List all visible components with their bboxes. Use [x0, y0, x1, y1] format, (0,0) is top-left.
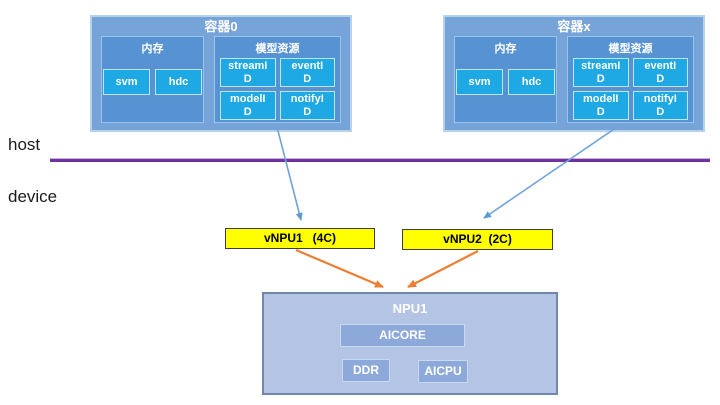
- modelid-chip: modelI D: [220, 91, 276, 120]
- arrow-vnpu1-to-npu1: [295, 248, 384, 289]
- npu1-title: NPU1: [392, 301, 428, 316]
- hdc-chip: hdc: [508, 69, 555, 95]
- model-resources-label: 模型资源: [255, 43, 300, 55]
- aicpu-block: AICPU: [418, 360, 468, 383]
- modelid-chip: modelI D: [573, 91, 629, 120]
- container-0-title: 容器0: [204, 19, 238, 34]
- vnpu1-box: vNPU1 (4C): [225, 228, 375, 249]
- memory-label: 内存: [494, 43, 517, 55]
- device-zone-label: device: [8, 187, 58, 206]
- streamid-chip: streamI D: [573, 58, 629, 87]
- container-0-body: 内存 svm hdc 模型资源 streamI D eventI D: [92, 36, 350, 123]
- container-x-body: 内存 svm hdc 模型资源 streamI D eventI D: [445, 36, 703, 123]
- eventid-chip: eventI D: [279, 58, 335, 87]
- model-resource-grid: streamI D eventI D modelI D notifyI D: [568, 56, 693, 120]
- container-x: 容器x 内存 svm hdc 模型资源 streamI D eventI: [443, 15, 705, 132]
- npu1-box: NPU1 AICORE DDR AICPU: [262, 292, 558, 395]
- container-0: 容器0 内存 svm hdc 模型资源 streamI D eventI: [90, 15, 352, 132]
- memory-label: 内存: [141, 43, 164, 55]
- ddr-block: DDR: [342, 359, 390, 382]
- svm-chip: svm: [103, 69, 150, 95]
- host-device-divider-line: [50, 158, 710, 162]
- svm-chip: svm: [456, 69, 503, 95]
- arrow-container0-to-vnpu1: [276, 126, 303, 221]
- eventid-chip: eventI D: [632, 58, 688, 87]
- memory-items: svm hdc: [102, 69, 203, 95]
- container-0-memory-section: 内存 svm hdc: [101, 36, 204, 123]
- container-x-model-section: 模型资源 streamI D eventI D modelI D: [567, 36, 694, 123]
- arrow-containerx-to-vnpu2: [483, 124, 621, 219]
- vnpu2-box: vNPU2 (2C): [402, 229, 553, 250]
- hdc-chip: hdc: [155, 69, 202, 95]
- container-0-model-section: 模型资源 streamI D eventI D modelI D: [214, 36, 341, 123]
- notifyid-chip: notifyI D: [279, 91, 335, 120]
- model-resources-label: 模型资源: [608, 43, 653, 55]
- arrow-vnpu2-to-npu1: [407, 250, 479, 288]
- notifyid-chip: notifyI D: [632, 91, 688, 120]
- container-x-title: 容器x: [557, 19, 591, 34]
- model-resource-grid: streamI D eventI D modelI D notifyI D: [215, 56, 340, 120]
- container-x-memory-section: 内存 svm hdc: [454, 36, 557, 123]
- memory-items: svm hdc: [455, 69, 556, 95]
- aicore-block: AICORE: [340, 324, 465, 347]
- host-zone-label: host: [8, 135, 41, 154]
- streamid-chip: streamI D: [220, 58, 276, 87]
